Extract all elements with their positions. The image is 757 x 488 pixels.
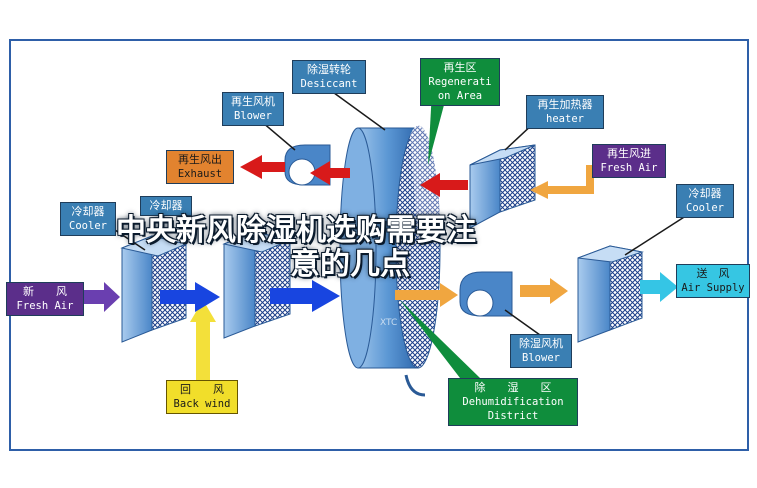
supply-arrow-2 bbox=[270, 280, 340, 312]
cooler-unit-right bbox=[577, 245, 644, 343]
regen-blower-leader bbox=[261, 121, 296, 151]
outer-frame bbox=[9, 39, 749, 451]
regen-to-wheel-arrow bbox=[420, 173, 468, 197]
desiccant-leader bbox=[329, 89, 386, 131]
blower-out-arrow bbox=[520, 278, 568, 304]
label-cooler-middle: 冷却器 bbox=[140, 196, 192, 216]
cooler-right-leader bbox=[624, 211, 693, 256]
cooler-left-leader bbox=[111, 227, 146, 251]
headline-line-2: 意的几点 bbox=[290, 247, 410, 282]
back-wind-arrow bbox=[190, 300, 216, 380]
dehum-district-pointer bbox=[400, 300, 480, 378]
process-air-arrow bbox=[395, 283, 458, 307]
dehum-blower-fan bbox=[459, 271, 513, 317]
wheel-watermark: XTC bbox=[380, 318, 398, 328]
wheel-to-blower-arrow bbox=[310, 161, 350, 185]
cooler-unit-left bbox=[120, 235, 188, 343]
fresh-air-arrow bbox=[84, 282, 120, 312]
supply-out-arrow bbox=[640, 272, 678, 302]
regen-in-arrow bbox=[530, 165, 594, 199]
exhaust-arrow bbox=[240, 155, 285, 179]
headline-line-1: 中央新风除湿机选购需要注 bbox=[116, 213, 476, 248]
regen-area-pointer bbox=[428, 90, 448, 165]
regen-heater-unit bbox=[469, 144, 536, 229]
supply-arrow-1 bbox=[160, 282, 220, 312]
dehum-blower-leader bbox=[504, 309, 541, 336]
